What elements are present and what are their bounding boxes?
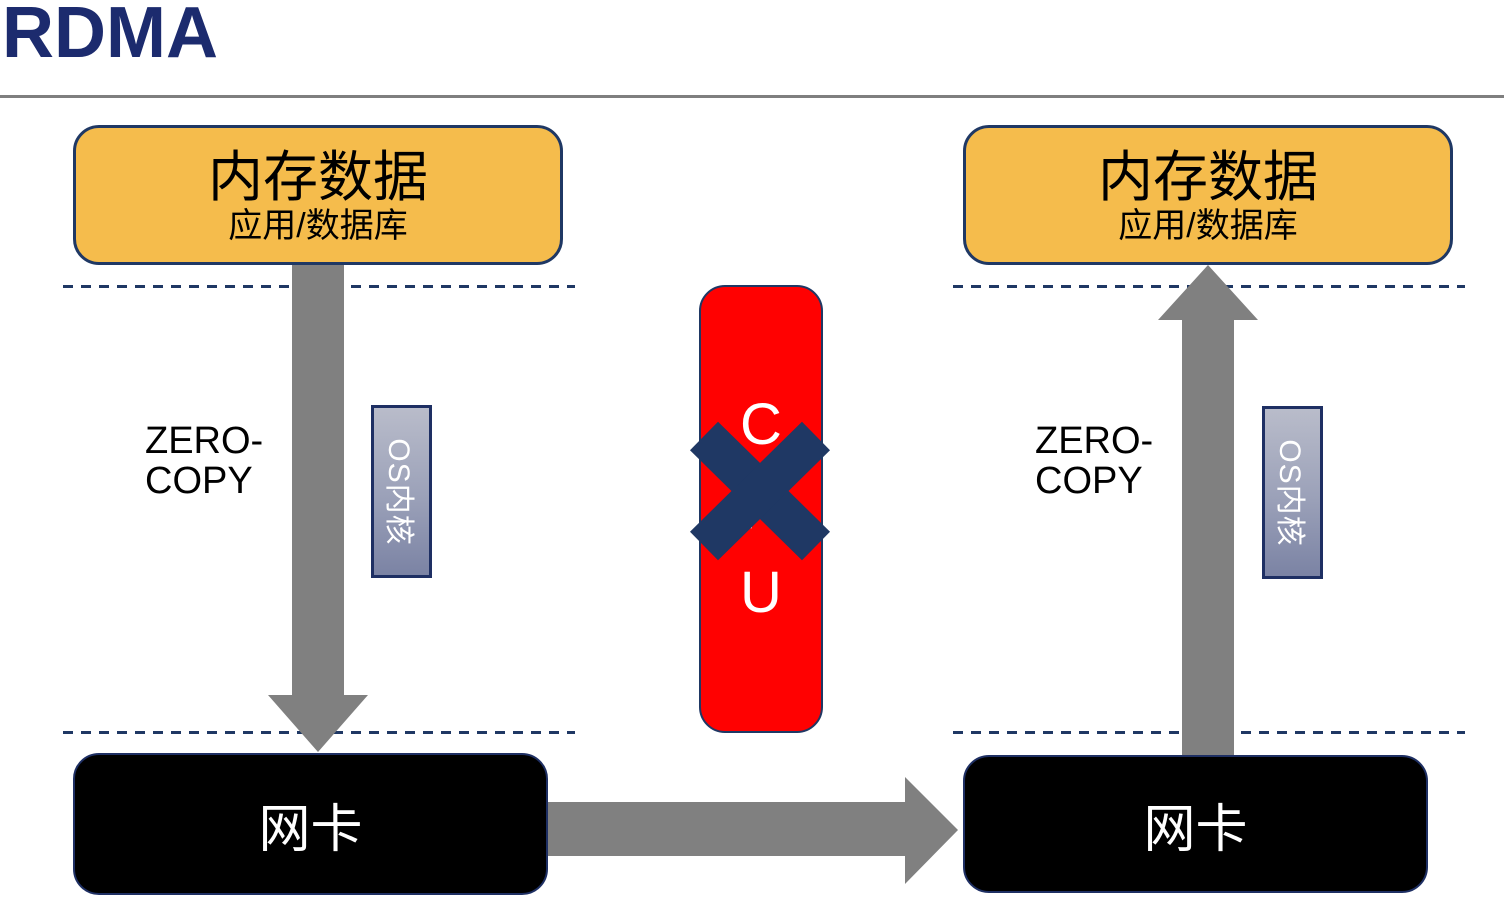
down-arrow-icon bbox=[268, 265, 368, 752]
page-title: RDMA bbox=[2, 0, 218, 73]
boundary-dashed-line-bottom-left bbox=[63, 731, 575, 734]
memory-data-subtitle: 应用/数据库 bbox=[228, 207, 408, 245]
boundary-dashed-line-bottom-right bbox=[953, 731, 1465, 734]
memory-data-title: 内存数据 bbox=[1097, 146, 1318, 208]
memory-data-box-right: 内存数据 应用/数据库 bbox=[963, 125, 1453, 265]
os-kernel-badge-left: OS内核 bbox=[371, 405, 432, 578]
zero-copy-line2: COPY bbox=[145, 460, 253, 502]
os-kernel-label: OS内核 bbox=[381, 437, 415, 546]
cpu-box: C P U bbox=[699, 285, 823, 733]
boundary-dashed-line-top-left bbox=[63, 285, 575, 288]
cpu-letter-u: U bbox=[740, 560, 782, 625]
zero-copy-label-left: ZERO- COPY bbox=[145, 421, 263, 501]
nic-box-left: 网卡 bbox=[73, 753, 548, 895]
title-divider bbox=[0, 95, 1504, 98]
zero-copy-line2: COPY bbox=[1035, 460, 1143, 502]
cpu-letter-c: C bbox=[740, 392, 782, 457]
up-arrow-icon bbox=[1158, 265, 1258, 755]
zero-copy-line1: ZERO- bbox=[145, 420, 264, 462]
zero-copy-label-right: ZERO- COPY bbox=[1035, 421, 1153, 501]
nic-box-right: 网卡 bbox=[963, 755, 1428, 893]
os-kernel-badge-right: OS内核 bbox=[1262, 406, 1323, 579]
right-transfer-arrow-icon bbox=[548, 777, 958, 884]
zero-copy-line1: ZERO- bbox=[1035, 420, 1154, 462]
cpu-letter-p: P bbox=[741, 476, 781, 541]
memory-data-box-left: 内存数据 应用/数据库 bbox=[73, 125, 563, 265]
memory-data-title: 内存数据 bbox=[207, 146, 428, 208]
nic-label: 网卡 bbox=[1143, 800, 1248, 859]
os-kernel-label: OS内核 bbox=[1272, 438, 1306, 547]
nic-label: 网卡 bbox=[258, 800, 363, 859]
memory-data-subtitle: 应用/数据库 bbox=[1118, 207, 1298, 245]
boundary-dashed-line-top-right bbox=[953, 285, 1465, 288]
